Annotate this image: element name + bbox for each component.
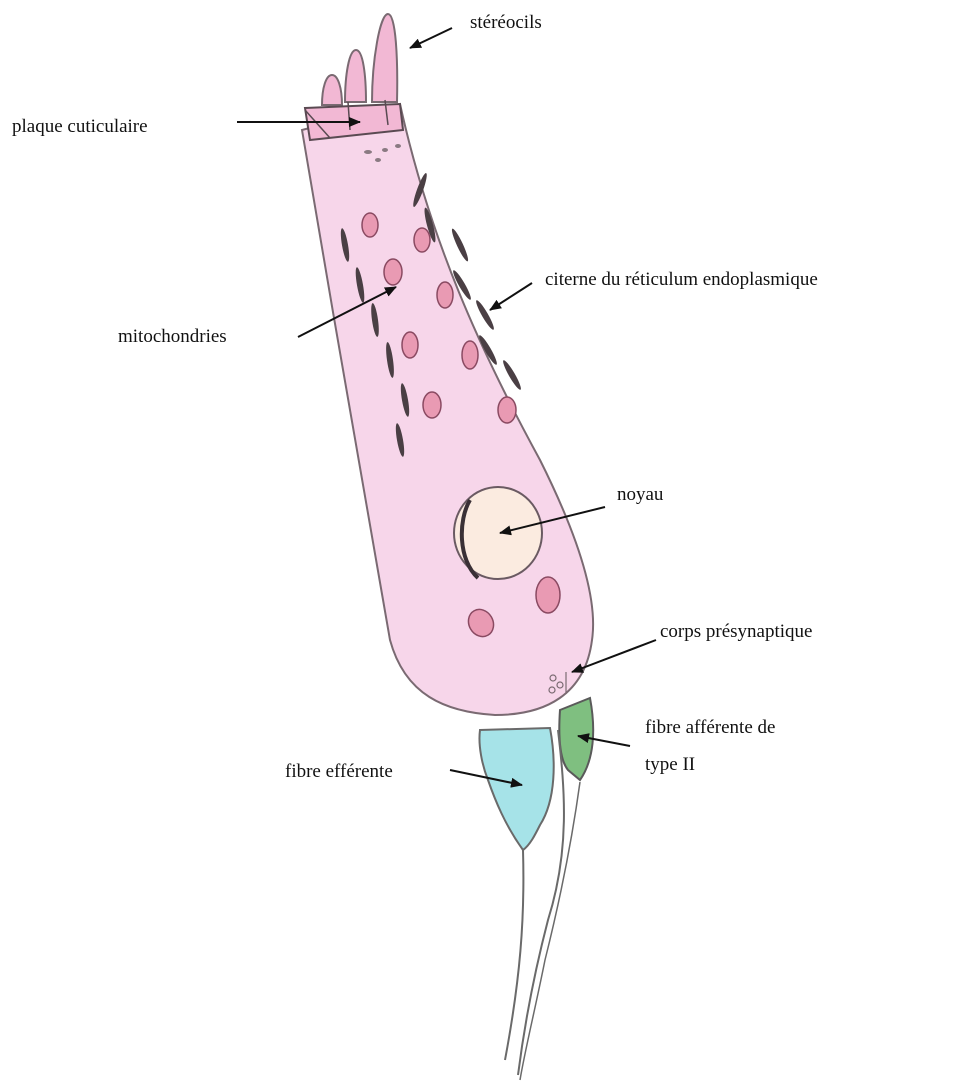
stereocil-tall [372,14,397,102]
label-noyau: noyau [617,484,664,505]
stereocil-medium [345,50,366,102]
label-corps-presynaptique: corps présynaptique [660,621,812,642]
label-mitochondries: mitochondries [118,326,227,347]
label-fibre-efferente: fibre efférente [285,761,393,782]
label-fibre-afferente-2: type II [645,754,695,775]
stereocils-group [322,14,397,105]
arrow-citerne [490,283,532,310]
efferent-fiber [479,728,553,850]
label-fibre-afferente-1: fibre afférente de [645,717,775,738]
hair-cell-body [302,104,593,715]
efferent-fiber-tail [505,850,523,1060]
label-citerne: citerne du réticulum endoplasmique [545,269,818,290]
arrow-stereocils [410,28,452,48]
label-stereocils: stéréocils [470,12,542,33]
label-plaque-cuticulaire: plaque cuticulaire [12,116,148,137]
stereocil-short [322,75,342,105]
afferent-fiber [559,698,593,780]
